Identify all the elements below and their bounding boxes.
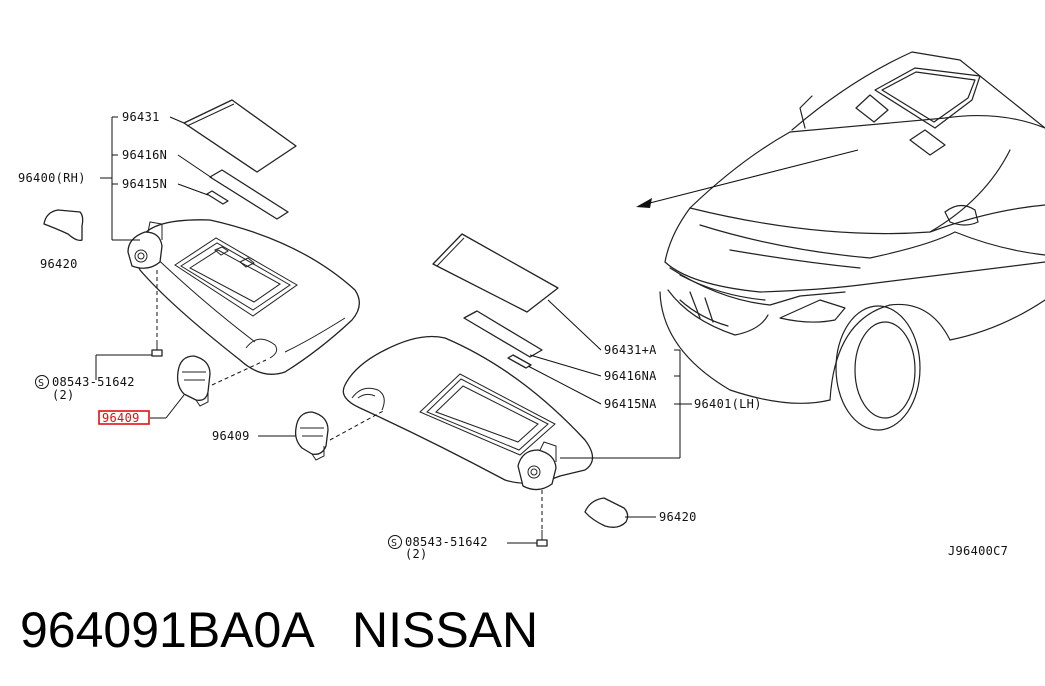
label-96420-left: 96420 — [40, 257, 78, 271]
screw-symbol-left-text: S — [38, 378, 44, 389]
car-outline — [659, 51, 1045, 431]
label-96431: 96431 — [122, 110, 160, 124]
direction-arrow — [636, 149, 859, 208]
hook-bracket-middle — [294, 409, 386, 461]
mirror-cover-rh — [183, 99, 297, 173]
label-screw-left-qty: (2) — [52, 388, 75, 402]
label-96415n: 96415N — [122, 177, 167, 191]
hook-bracket-left — [176, 355, 267, 407]
screw-left — [151, 270, 163, 357]
label-strip-rh — [209, 169, 289, 220]
label-screw-left: 08543-51642 — [52, 375, 135, 389]
sun-visor-rh — [127, 219, 360, 375]
label-96400-rh: 96400(RH) — [18, 171, 86, 185]
screw-symbol-left — [35, 375, 49, 389]
label-96416n: 96416N — [122, 148, 167, 162]
leaders-lh — [258, 299, 692, 544]
small-strip-rh — [206, 190, 229, 205]
cover-96420-right — [584, 497, 629, 528]
diagram-code: J96400C7 — [948, 544, 1008, 558]
screw-symbol-right — [388, 535, 402, 549]
label-96415na: 96415NA — [604, 397, 657, 411]
screw-symbol-right-text: S — [391, 538, 397, 549]
screw-right — [536, 490, 548, 547]
label-96409-middle: 96409 — [212, 429, 250, 443]
label-screw-right-qty: (2) — [405, 547, 428, 561]
small-strip-lh — [507, 354, 532, 369]
label-96416na: 96416NA — [604, 369, 657, 383]
cover-96420-left — [43, 209, 84, 242]
highlight-box — [98, 410, 150, 425]
label-96431a: 96431+A — [604, 343, 657, 357]
sun-visor-lh — [342, 335, 594, 491]
label-strip-lh — [463, 310, 543, 358]
mirror-cover-lh — [432, 233, 559, 313]
brand-title: NISSAN — [352, 602, 538, 658]
label-96409-highlighted: 96409 — [102, 411, 140, 425]
part-number-title: 964091BA0A — [20, 602, 315, 658]
label-screw-right: 08543-51642 — [405, 535, 488, 549]
label-96420-right: 96420 — [659, 510, 697, 524]
leaders-rh — [95, 116, 213, 419]
label-96401-lh: 96401(LH) — [694, 397, 762, 411]
